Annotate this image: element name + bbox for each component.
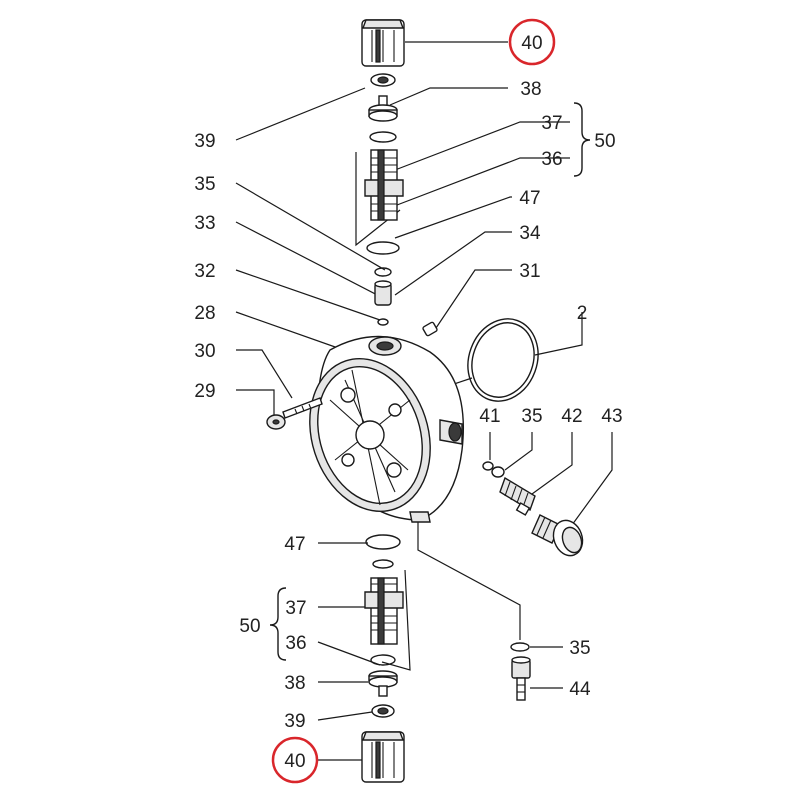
- part-28-pump-head: [309, 335, 465, 523]
- label-42: 42: [561, 406, 582, 427]
- label-2: 2: [577, 303, 588, 324]
- part-38-top-seat: [368, 95, 398, 122]
- part-bottom-o-ring-small: [372, 559, 394, 569]
- part-41-ring: [482, 461, 494, 471]
- assembly-braces: [269, 102, 591, 661]
- brace-bottom-50: [269, 587, 287, 661]
- part-43-knob: [531, 514, 584, 557]
- part-35-top-o-ring: [374, 267, 392, 277]
- label-28: 28: [194, 303, 215, 324]
- part-37-top-fitting: [364, 149, 404, 221]
- highlight-circle-bottom-40: [271, 736, 319, 784]
- part-top-o-ring: [369, 131, 397, 143]
- label-38-top: 38: [520, 79, 541, 100]
- label-39-top: 39: [194, 131, 215, 152]
- part-39-top-washer: [370, 73, 396, 87]
- highlight-circle-top-40: [508, 18, 556, 66]
- label-35-bottom: 35: [569, 638, 590, 659]
- brace-top-50: [573, 102, 591, 177]
- label-40-bottom: 40: [284, 751, 305, 772]
- label-34: 34: [519, 223, 541, 244]
- part-2-gasket: [467, 318, 539, 402]
- label-50-top: 50: [594, 131, 615, 152]
- label-37-bottom: 37: [285, 598, 306, 619]
- label-39-bottom: 39: [284, 711, 305, 732]
- part-35-bottom-o-ring: [510, 642, 530, 652]
- label-32: 32: [194, 261, 215, 282]
- leader-lines: [235, 41, 613, 761]
- part-35-mid-o-ring: [491, 466, 505, 478]
- part-39-bottom-washer: [371, 704, 395, 718]
- callout-labels: 40 38 39 37 36 50 35 47 33 34 32 31 28 2…: [194, 33, 622, 772]
- label-31: 31: [519, 261, 540, 282]
- label-47-bottom: 47: [284, 534, 305, 555]
- label-38-bottom: 38: [284, 673, 305, 694]
- part-31-plug: [422, 321, 438, 337]
- label-35-left: 35: [194, 174, 215, 195]
- part-42-valve: [499, 476, 536, 516]
- label-47-top: 47: [519, 188, 540, 209]
- part-32-small-ring: [377, 318, 389, 326]
- part-33-ball: [374, 280, 392, 306]
- part-36-bottom-o-ring: [370, 654, 396, 666]
- part-40-top-nut: [361, 19, 405, 67]
- label-50-bottom: 50: [239, 616, 260, 637]
- part-44-nipple: [511, 656, 531, 701]
- label-29: 29: [194, 381, 215, 402]
- part-40-bottom-nut: [361, 731, 405, 783]
- part-38-bottom-seat: [368, 670, 398, 697]
- part-47-top-o-ring: [366, 241, 400, 255]
- label-41: 41: [479, 406, 500, 427]
- part-29-bolt: [266, 397, 323, 430]
- label-35-mid: 35: [521, 406, 542, 427]
- label-36-bottom: 36: [285, 633, 306, 654]
- label-36-top: 36: [541, 149, 562, 170]
- label-37-top: 37: [541, 113, 562, 134]
- label-40-top: 40: [521, 33, 542, 54]
- part-37-bottom-fitting: [364, 577, 404, 645]
- label-30: 30: [194, 341, 215, 362]
- label-44: 44: [569, 679, 591, 700]
- label-43: 43: [601, 406, 622, 427]
- label-33: 33: [194, 213, 215, 234]
- part-47-bottom-o-ring: [365, 534, 401, 550]
